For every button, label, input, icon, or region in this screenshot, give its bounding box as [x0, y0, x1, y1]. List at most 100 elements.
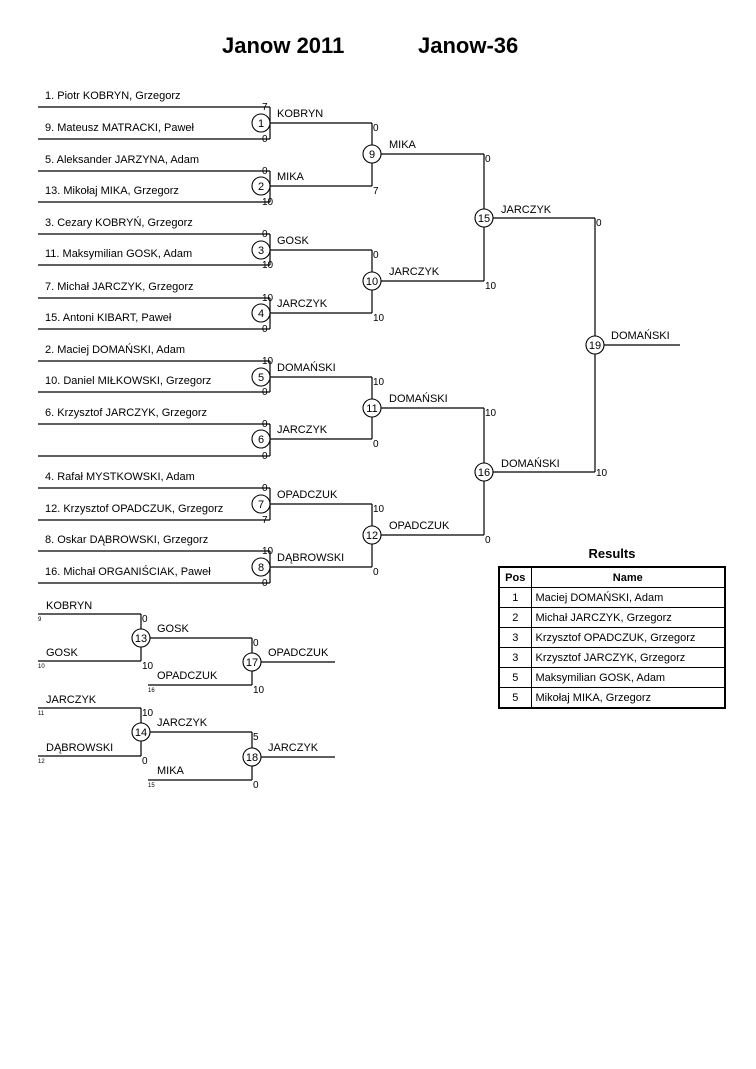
match-node [362, 271, 382, 291]
score-label: 10 [142, 661, 154, 672]
entrant-name: 6. Krzysztof JARCZYK, Grzegorz [45, 407, 207, 419]
score-label: 0 [485, 154, 491, 165]
match-number: 13 [135, 633, 147, 645]
score-label: 7 [262, 515, 268, 526]
match-node [474, 208, 494, 228]
winner-name: JARCZYK [277, 424, 328, 436]
seed-number: 15 [148, 783, 155, 789]
match-node [251, 367, 271, 387]
entrant-name: 13. Mikołaj MIKA, Grzegorz [45, 185, 179, 197]
match-number: 6 [258, 434, 264, 446]
match-node [242, 652, 262, 672]
tournament-title: Janow 2011 [222, 33, 344, 58]
winner-name: KOBRYN [277, 108, 323, 120]
repechage-name: OPADCZUK [157, 670, 218, 682]
winner-name: OPADCZUK [389, 520, 450, 532]
winner-name: JARCZYK [277, 298, 328, 310]
result-name: Mikołaj MIKA, Grzegorz [530, 687, 726, 709]
score-label: 0 [262, 324, 268, 335]
score-label: 0 [262, 419, 268, 430]
match-node [362, 525, 382, 545]
score-label: 0 [142, 614, 148, 625]
score-label: 10 [373, 313, 385, 324]
results-title: Results [588, 546, 636, 561]
result-pos: 5 [498, 687, 532, 709]
entrant-name: 2. Maciej DOMAŃSKI, Adam [45, 343, 185, 356]
match-node [251, 176, 271, 196]
match-number: 1 [258, 118, 264, 130]
match-node [242, 747, 262, 767]
match-number: 17 [246, 657, 258, 669]
result-name: Krzysztof JARCZYK, Grzegorz [530, 647, 726, 668]
score-label: 0 [262, 483, 268, 494]
score-label: 0 [262, 134, 268, 145]
match-number: 2 [258, 181, 264, 193]
score-label: 10 [373, 377, 385, 388]
result-pos: 1 [498, 587, 532, 608]
match-number: 14 [135, 727, 147, 739]
winner-name: MIKA [389, 139, 417, 151]
entrant-name: 16. Michał ORGANIŚCIAK, Paweł [45, 565, 211, 578]
repechage-name: MIKA [157, 765, 185, 777]
repechage-name: KOBRYN [46, 600, 92, 612]
match-number: 4 [258, 308, 264, 320]
entrant-name: 12. Krzysztof OPADCZUK, Grzegorz [45, 503, 223, 515]
results-header-pos: Pos [498, 566, 532, 588]
match-number: 12 [366, 530, 378, 542]
match-node [251, 240, 271, 260]
score-label: 0 [373, 250, 379, 261]
entrant-name: 7. Michał JARCZYK, Grzegorz [45, 281, 194, 293]
score-label: 10 [142, 708, 154, 719]
seed-number: 10 [38, 664, 45, 670]
entrant-name: 1. Piotr KOBRYN, Grzegorz [45, 90, 181, 102]
seed-number: 9 [38, 617, 42, 623]
match-node [251, 113, 271, 133]
score-label: 10 [485, 281, 497, 292]
result-pos: 3 [498, 627, 532, 648]
match-number: 15 [478, 213, 490, 225]
score-label: 0 [373, 123, 379, 134]
entrant-name: 5. Aleksander JARZYNA, Adam [45, 154, 199, 166]
match-number: 8 [258, 562, 264, 574]
score-label: 0 [373, 567, 379, 578]
match-node [362, 398, 382, 418]
match-number: 7 [258, 499, 264, 511]
result-name: Michał JARCZYK, Grzegorz [530, 607, 726, 628]
winner-name: JARCZYK [389, 266, 440, 278]
champion-name: DOMAŃSKI [611, 329, 670, 342]
match-node [474, 462, 494, 482]
repechage-name: GOSK [46, 647, 78, 659]
score-label: 0 [262, 166, 268, 177]
score-label: 10 [596, 468, 608, 479]
score-label: 7 [262, 102, 268, 113]
seed-number: 16 [148, 688, 155, 694]
score-label: 0 [262, 387, 268, 398]
entrant-name: 10. Daniel MIŁKOWSKI, Grzegorz [45, 375, 211, 387]
repechage-name: DĄBROWSKI [46, 742, 113, 754]
winner-name: OPADCZUK [268, 647, 329, 659]
match-number: 9 [369, 149, 375, 161]
score-label: 0 [596, 218, 602, 229]
winner-name: DOMAŃSKI [501, 457, 560, 470]
score-label: 0 [253, 638, 259, 649]
entrant-name: 3. Cezary KOBRYŃ, Grzegorz [45, 216, 193, 229]
score-label: 7 [373, 186, 379, 197]
winner-name: JARCZYK [157, 717, 208, 729]
match-node [251, 429, 271, 449]
score-label: 0 [253, 780, 259, 791]
entrant-name: 9. Mateusz MATRACKI, Paweł [45, 122, 195, 134]
match-number: 19 [589, 340, 601, 352]
result-name: Krzysztof OPADCZUK, Grzegorz [530, 627, 726, 648]
score-label: 10 [262, 356, 274, 367]
score-label: 10 [262, 197, 274, 208]
seed-number: 11 [38, 711, 45, 717]
entrant-name: 15. Antoni KIBART, Paweł [45, 312, 172, 324]
repechage-name: JARCZYK [46, 694, 97, 706]
